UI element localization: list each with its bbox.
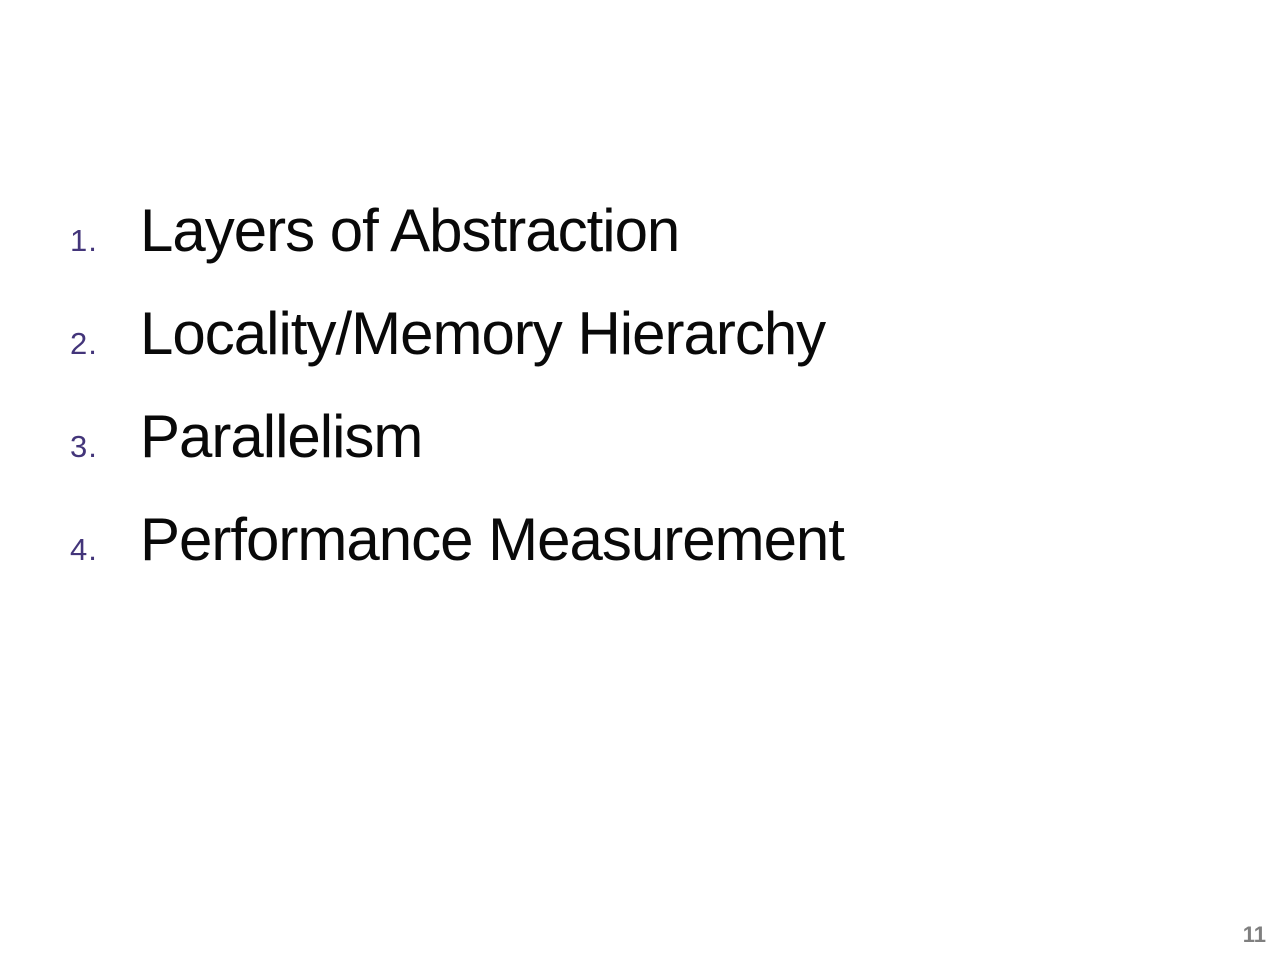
- list-item: 2. Locality/Memory Hierarchy: [70, 299, 844, 402]
- list-item-label: Layers of Abstraction: [140, 197, 680, 264]
- list-item-number: 1.: [70, 223, 98, 258]
- list-item: 1. Layers of Abstraction: [70, 196, 844, 299]
- list-item: 3. Parallelism: [70, 402, 844, 505]
- list-item: 4. Performance Measurement: [70, 505, 845, 608]
- list-item-label: Locality/Memory Hierarchy: [140, 300, 826, 367]
- list-item-number: 3.: [70, 429, 98, 464]
- page-number: 11: [1242, 922, 1266, 947]
- agenda-list: 1. Layers of Abstraction 2. Locality/Mem…: [70, 196, 845, 608]
- list-item-label: Performance Measurement: [140, 506, 845, 573]
- list-item-number: 4.: [70, 532, 98, 567]
- list-item-label: Parallelism: [140, 403, 423, 470]
- list-item-number: 2.: [70, 326, 98, 361]
